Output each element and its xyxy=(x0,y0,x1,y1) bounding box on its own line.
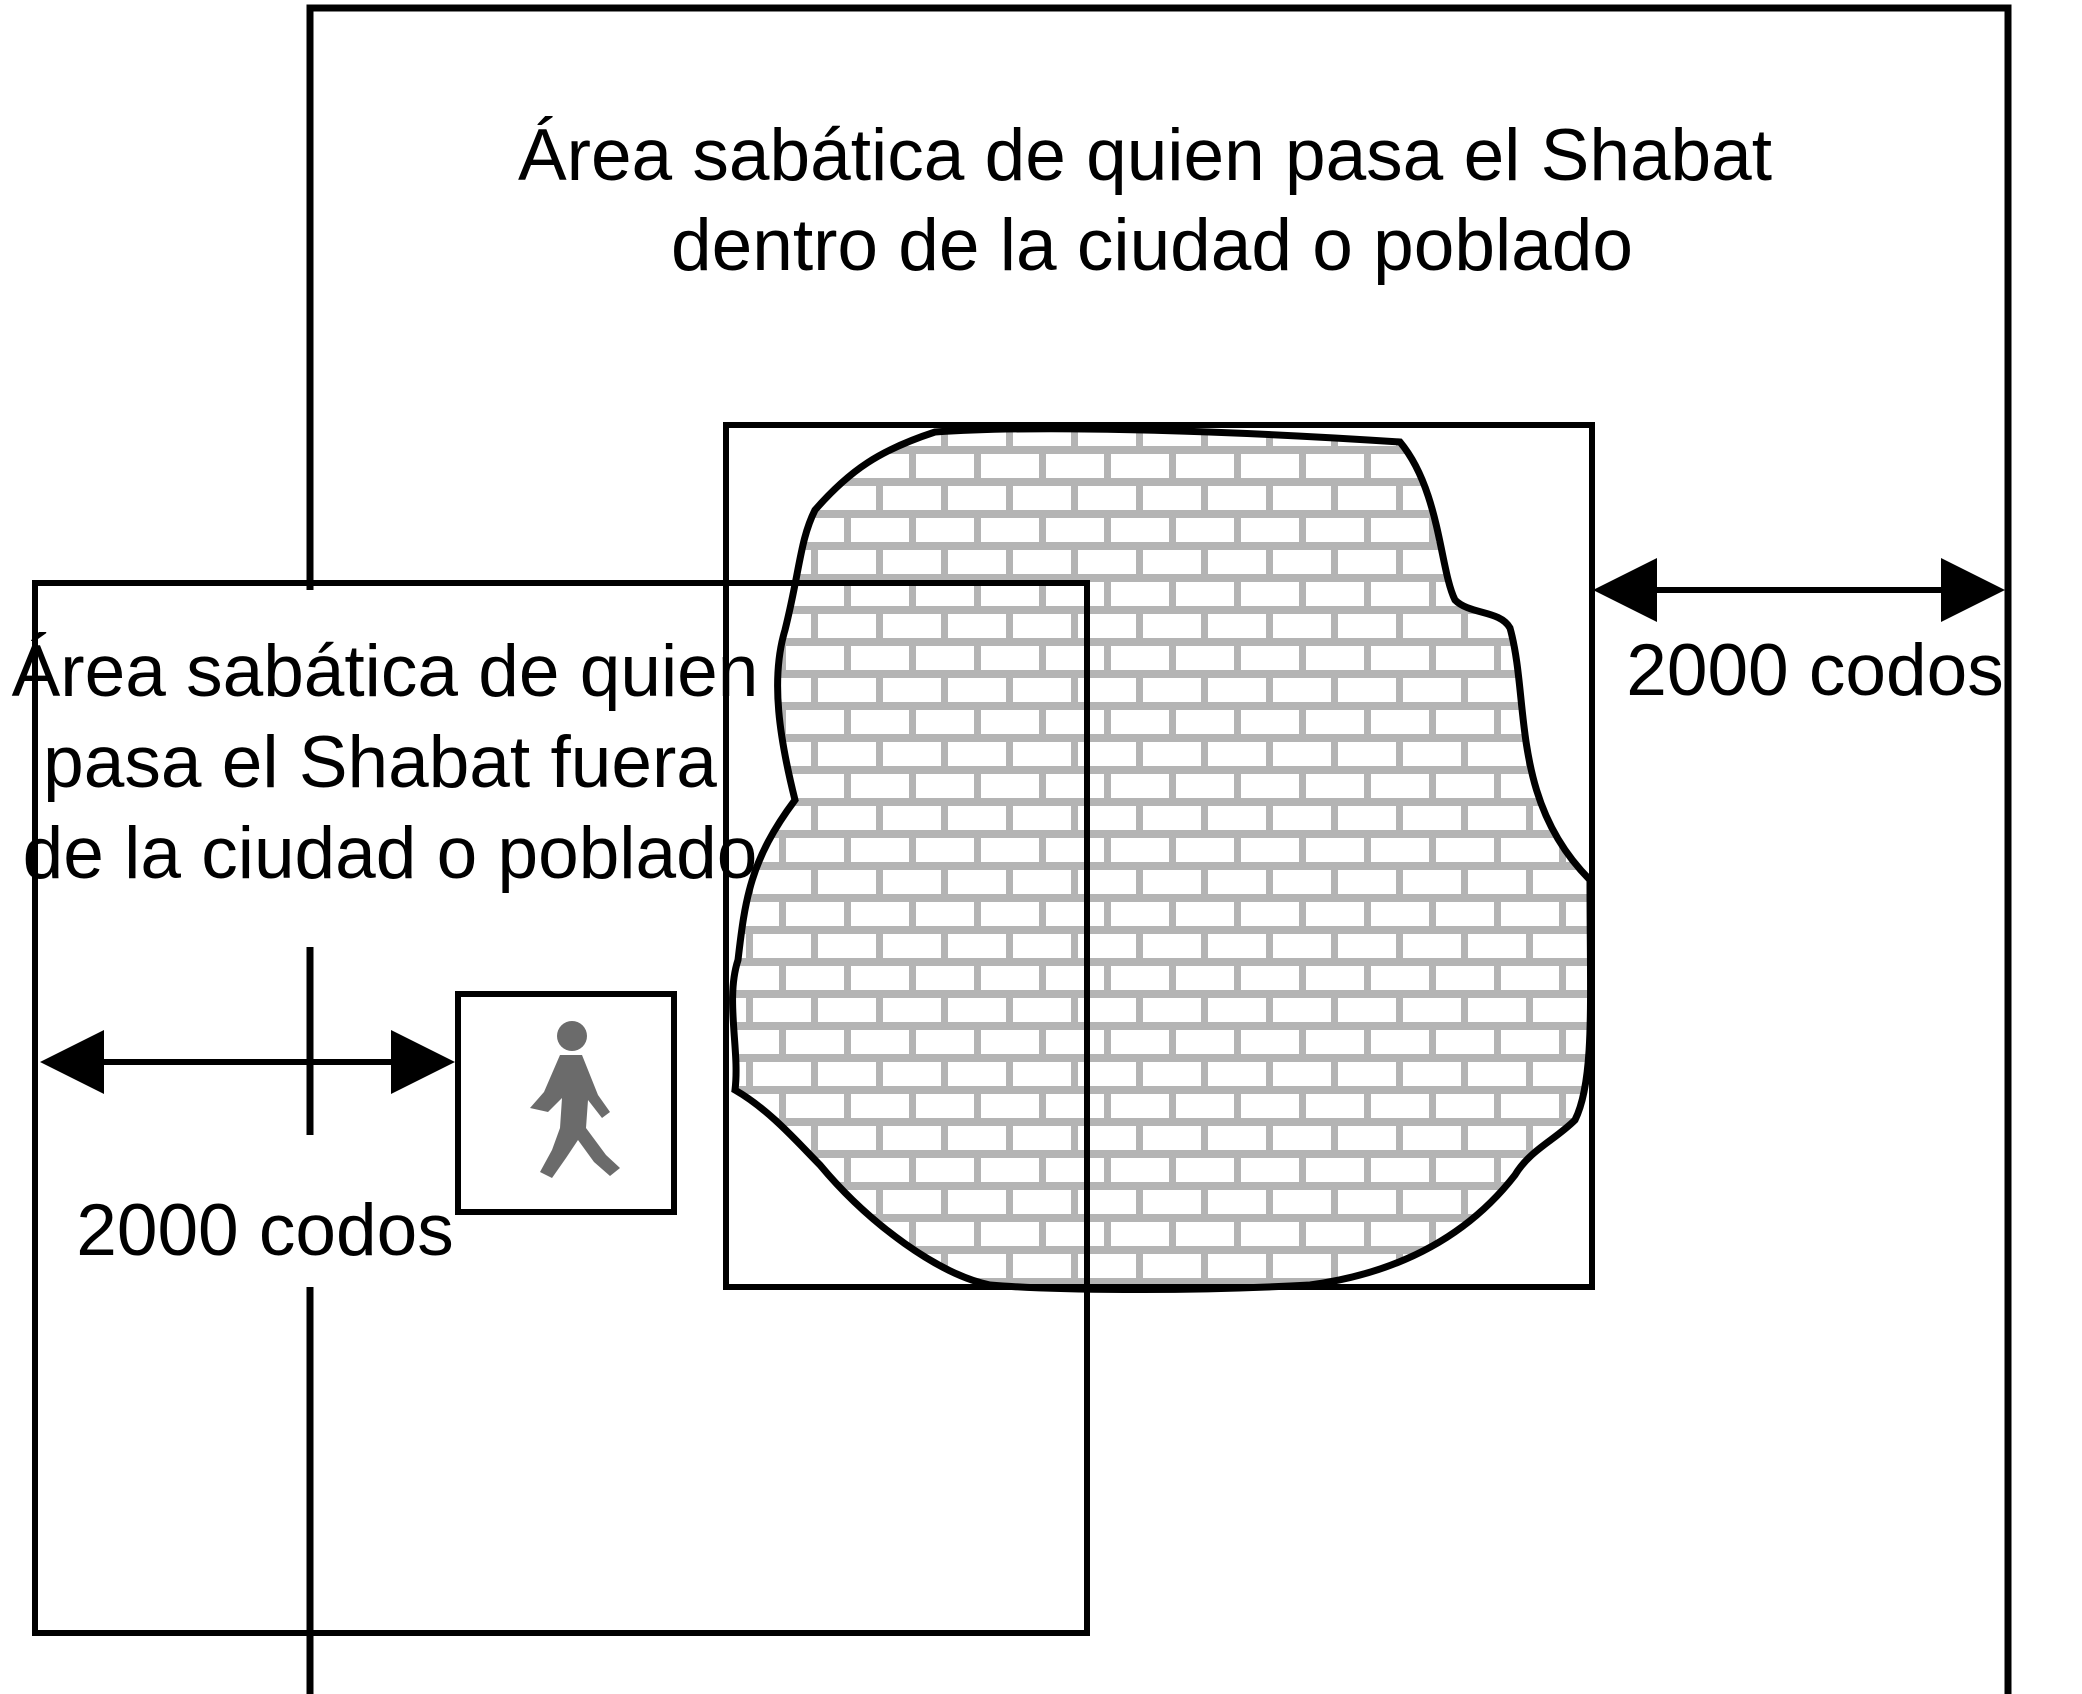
city-bounding-square xyxy=(723,422,1595,1290)
city-brick-area xyxy=(729,425,1595,1294)
measure-left-arrow xyxy=(40,950,455,1133)
inner-area-title-line3: de la ciudad o poblado xyxy=(23,813,758,894)
measure-right-arrow xyxy=(1593,558,2005,622)
outer-area-title-line2: dentro de la ciudad o poblado xyxy=(671,205,1633,286)
inner-sabbath-area-frame xyxy=(32,580,1090,1636)
walking-person-icon xyxy=(455,991,677,1215)
inner-area-title-line2: pasa el Shabat fuera xyxy=(43,722,717,803)
outer-area-title-line1: Área sabática de quien pasa el Shabat xyxy=(518,115,1772,196)
measure-left-label: 2000 codos xyxy=(76,1190,453,1271)
measure-right-label: 2000 codos xyxy=(1626,630,2003,711)
inner-area-title-line1: Área sabática de quien xyxy=(12,631,759,712)
